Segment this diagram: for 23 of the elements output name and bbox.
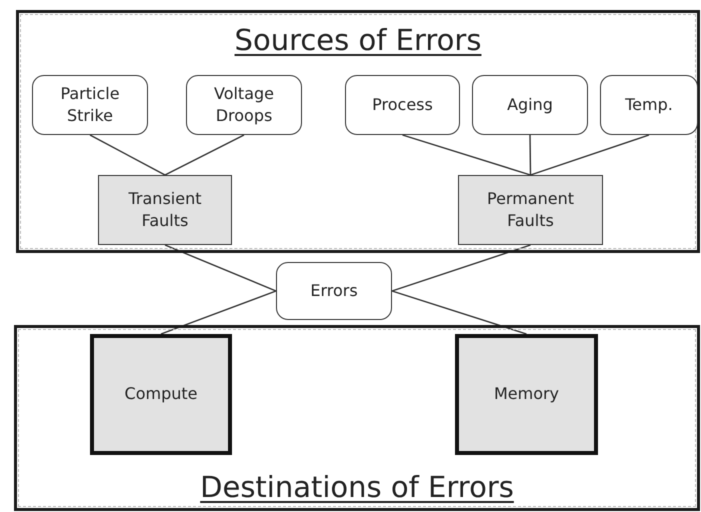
rounded-box: Aging	[472, 75, 588, 135]
section-panel	[14, 325, 700, 511]
connector-line	[392, 290, 527, 335]
rounded-box: Errors	[276, 262, 392, 320]
connector-line	[90, 134, 166, 176]
rounded-box: Voltage Droops	[186, 75, 302, 135]
panel-title: Sources of Errors	[234, 23, 482, 57]
connector-line	[164, 134, 244, 176]
connector-line	[392, 244, 531, 292]
rounded-box: Process	[345, 75, 460, 135]
fault-box: Permanent Faults	[458, 175, 603, 245]
section-panel	[16, 10, 700, 253]
connector-line	[530, 134, 650, 176]
fault-box: Transient Faults	[98, 175, 232, 245]
connector-line	[402, 134, 531, 176]
panel-title: Destinations of Errors	[199, 470, 515, 504]
connector-line	[529, 135, 532, 175]
connector-line	[160, 290, 276, 335]
connector-line	[164, 244, 276, 292]
rounded-box: Particle Strike	[32, 75, 148, 135]
destination-box: Compute	[90, 334, 232, 455]
rounded-box: Temp.	[600, 75, 698, 135]
destination-box: Memory	[455, 334, 598, 455]
